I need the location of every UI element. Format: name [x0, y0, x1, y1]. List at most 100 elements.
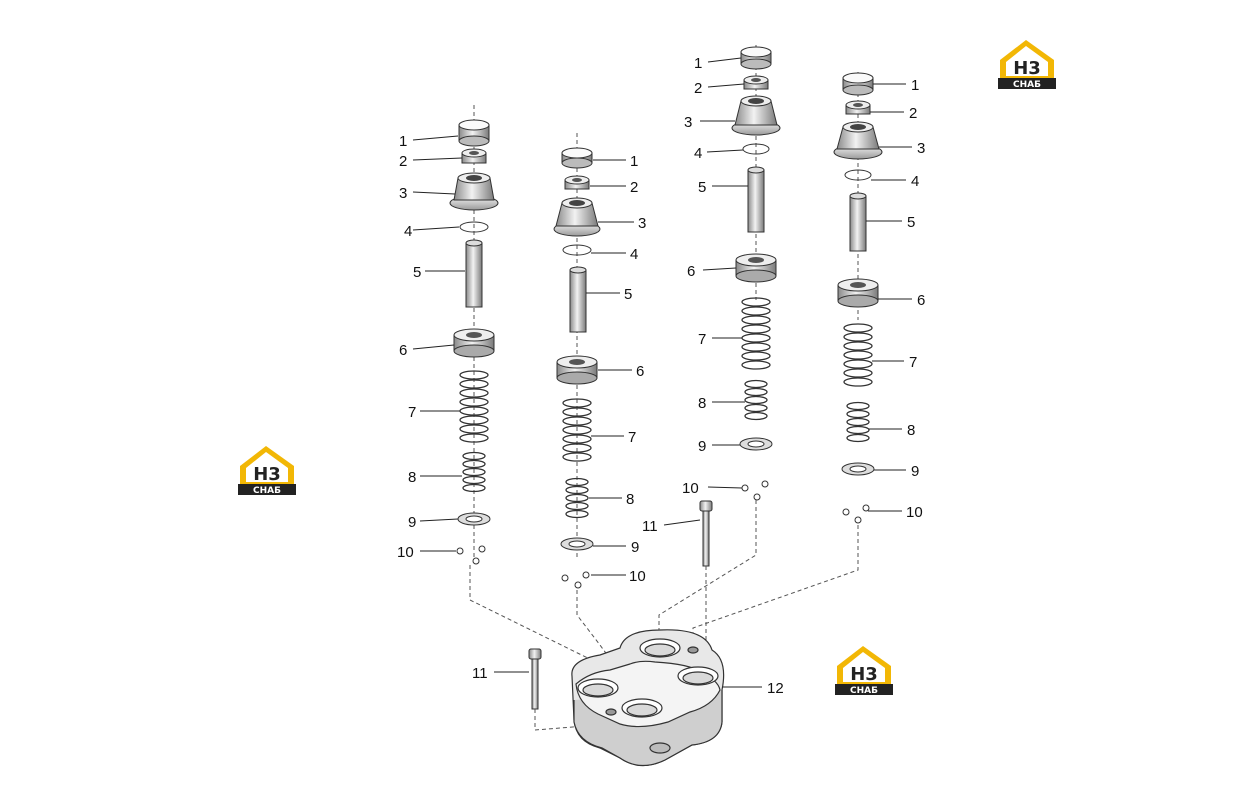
callout-label: 3 [684, 114, 692, 131]
part-washer-9 [841, 462, 875, 476]
part-bolt-11-left [528, 648, 542, 730]
part-spring-7 [459, 370, 489, 443]
callout-label: 5 [907, 214, 915, 231]
part-pin-5 [465, 239, 483, 308]
callout-label: 4 [404, 223, 412, 240]
part-washer-9 [457, 512, 491, 526]
callout-label: 8 [698, 395, 706, 412]
part-bolt-11-right [699, 500, 713, 640]
brand-logo-left: H3 CHAБ [236, 442, 298, 496]
callout-label: 5 [413, 264, 421, 281]
callout-label: 10 [682, 480, 699, 497]
callout-label: 6 [399, 342, 407, 359]
part-seat-6 [837, 278, 879, 308]
part-oring-4 [459, 221, 489, 233]
part-spring-7 [843, 323, 873, 387]
callout-label: 1 [911, 77, 919, 94]
part-nut-2 [743, 75, 769, 90]
part-nut-2 [845, 100, 871, 115]
part-housing-3 [449, 172, 499, 211]
brand-logo-bottom-right: H3 CHAБ [833, 642, 895, 696]
callout-label: 10 [906, 504, 923, 521]
logo-letters: H3 [1013, 58, 1041, 79]
part-balls-10 [456, 545, 486, 565]
callout-label: 3 [399, 185, 407, 202]
part-housing-3 [553, 197, 601, 237]
part-ring-1 [458, 119, 490, 147]
part-spring-7 [562, 398, 592, 462]
callout-label: 2 [909, 105, 917, 122]
callout-label: 2 [694, 80, 702, 97]
callout-label: 6 [917, 292, 925, 309]
callout-label: 2 [630, 179, 638, 196]
brand-logo-top-right: H3 CHAБ [996, 36, 1058, 90]
callout-label: 10 [397, 544, 414, 561]
part-ring-1 [740, 46, 772, 70]
part-spring-7 [741, 297, 771, 370]
part-balls-10 [561, 571, 590, 589]
part-housing-3 [731, 95, 781, 136]
house-logo-icon: H3 CHAБ [835, 646, 893, 696]
assembly-guide-lines [469, 500, 859, 731]
callout-label: 1 [630, 153, 638, 170]
assembly-column-a [449, 105, 499, 565]
part-washer-9 [739, 437, 773, 451]
part-base-block-12 [571, 629, 725, 767]
part-balls-10 [842, 504, 870, 524]
callout-label: 8 [626, 491, 634, 508]
callout-label: 9 [408, 514, 416, 531]
logo-subtext: CHAБ [253, 486, 281, 496]
part-seat-6 [453, 328, 495, 358]
callout-labels: 1 2 3 4 5 6 7 8 9 10 1 2 3 4 5 6 7 8 9 1… [397, 55, 925, 697]
callout-label: 7 [909, 354, 917, 371]
callout-label: 11 [642, 518, 658, 535]
callout-label: 4 [911, 173, 919, 190]
callout-label: 9 [631, 539, 639, 556]
callout-label: 2 [399, 153, 407, 170]
callout-label: 7 [698, 331, 706, 348]
callout-label: 5 [624, 286, 632, 303]
part-seat-6 [735, 253, 777, 283]
part-spring-8 [565, 477, 589, 519]
logo-subtext: CHAБ [1013, 80, 1041, 90]
callout-label: 1 [399, 133, 407, 150]
callout-label: 9 [911, 463, 919, 480]
part-ring-1 [561, 147, 593, 169]
callout-label: 7 [628, 429, 636, 446]
assembly-column-c [731, 45, 781, 501]
assembly-column-b [553, 133, 601, 589]
part-housing-3 [833, 121, 883, 160]
callout-label: 1 [694, 55, 702, 72]
callout-label: 3 [917, 140, 925, 157]
part-nut-2 [461, 148, 487, 164]
part-oring-4 [742, 143, 770, 155]
house-logo-icon: H3 CHAБ [238, 446, 296, 496]
callout-label: 6 [636, 363, 644, 380]
part-spring-8 [462, 451, 486, 493]
logo-subtext: CHAБ [850, 686, 878, 696]
callout-label: 5 [698, 179, 706, 196]
part-pin-5 [849, 192, 867, 252]
house-logo-icon: H3 CHAБ [998, 40, 1056, 90]
logo-letters: H3 [253, 464, 281, 485]
callout-label: 10 [629, 568, 646, 585]
callout-label: 3 [638, 215, 646, 232]
part-ring-1 [842, 72, 874, 96]
part-nut-2 [564, 175, 590, 190]
callout-label: 9 [698, 438, 706, 455]
part-spring-8 [744, 379, 768, 421]
logo-letters: H3 [850, 664, 878, 685]
leader-lines [412, 57, 912, 688]
part-oring-4 [562, 244, 592, 256]
part-balls-10 [741, 480, 769, 501]
part-seat-6 [556, 355, 598, 385]
part-pin-5 [747, 166, 765, 233]
callout-label: 12 [767, 680, 784, 697]
part-pin-5 [569, 266, 587, 333]
callout-label: 4 [694, 145, 702, 162]
callout-label: 8 [907, 422, 915, 439]
callout-label: 7 [408, 404, 416, 421]
callout-label: 11 [472, 665, 488, 682]
part-washer-9 [560, 537, 594, 551]
